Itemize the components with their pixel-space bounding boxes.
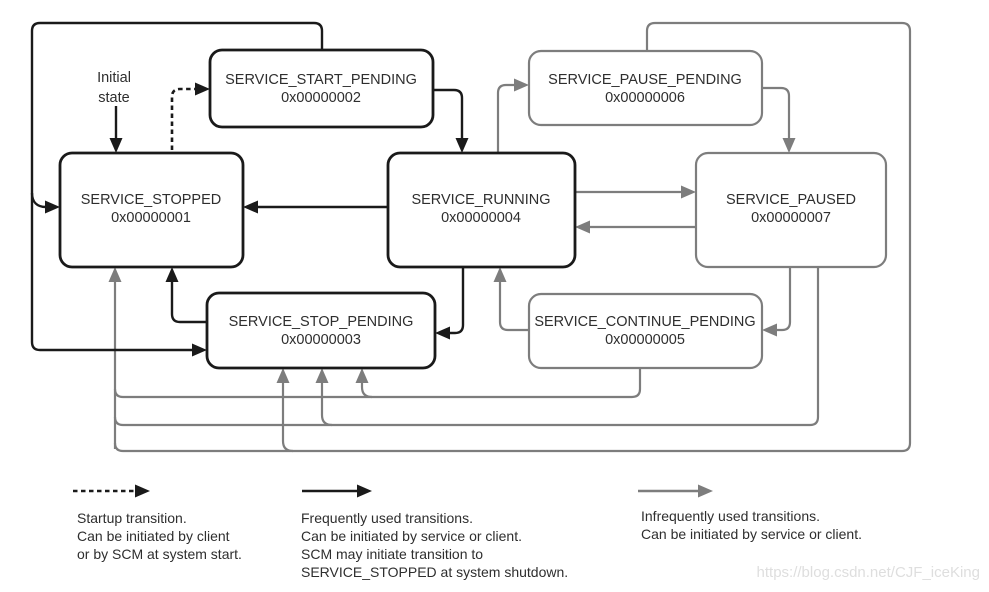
state-code-pause-pending: 0x00000006 (605, 90, 685, 106)
transition-branch-continue-pending-to-stop-pending (355, 368, 373, 399)
state-code-running: 0x00000004 (441, 210, 521, 226)
legend-frequent-line4: SERVICE_STOPPED at system shutdown. (301, 564, 568, 580)
transition-stop-pending-to-stopped (165, 267, 207, 324)
legend-startup-line3: or by SCM at system start. (77, 546, 242, 562)
state-box-service-running (386, 151, 577, 269)
transition-branch-paused-to-stop-pending (315, 368, 333, 427)
legend-infrequent-line2: Can be initiated by service or client. (641, 526, 862, 542)
state-code-stopped: 0x00000001 (111, 210, 191, 226)
state-label-running: SERVICE_RUNNING (411, 192, 550, 208)
state-code-continue-pending: 0x00000005 (605, 332, 685, 348)
transition-pause-pending-to-paused (762, 86, 796, 153)
state-code-paused: 0x00000007 (751, 210, 831, 226)
legend-startup-line1: Startup transition. (77, 510, 187, 526)
legend-frequent-line1: Frequently used transitions. (301, 510, 473, 526)
state-code-start-pending: 0x00000002 (281, 90, 361, 106)
state-box-service-stop-pending (205, 291, 437, 370)
state-code-stop-pending: 0x00000003 (281, 332, 361, 348)
transition-start-pending-left-loop (30, 21, 324, 352)
legend-infrequent-line1: Infrequently used transitions. (641, 508, 820, 524)
state-box-service-continue-pending (527, 292, 764, 370)
transition-pause-pending-outer-loop (113, 21, 912, 453)
legend-frequent-line3: SCM may initiate transition to (301, 546, 483, 562)
state-label-stop-pending: SERVICE_STOP_PENDING (229, 314, 414, 330)
state-label-stopped: SERVICE_STOPPED (81, 192, 222, 208)
state-box-service-start-pending (208, 48, 435, 129)
transition-paused-to-continue-pending (762, 267, 792, 337)
state-label-pause-pending: SERVICE_PAUSE_PENDING (548, 72, 742, 88)
legend-frequent: Frequently used transitions. Can be init… (301, 484, 568, 580)
state-label-start-pending: SERVICE_START_PENDING (225, 72, 417, 88)
transition-branch-pause-pending-to-stop-pending (276, 368, 294, 453)
legend-infrequent: Infrequently used transitions. Can be in… (638, 484, 862, 542)
transition-running-to-pause-pending (496, 78, 529, 153)
transition-continue-pending-routing-line (113, 368, 642, 399)
watermark-text: https://blog.csdn.net/CJF_iceKing (757, 564, 980, 581)
legend-startup-line2: Can be initiated by client (77, 528, 230, 544)
state-label-paused: SERVICE_PAUSED (726, 192, 856, 208)
state-box-service-pause-pending (527, 49, 764, 127)
initial-state-label-line1: Initial (97, 70, 131, 86)
transition-start-pending-to-stopped (30, 192, 60, 214)
legend-frequent-line2: Can be initiated by service or client. (301, 528, 522, 544)
transition-start-pending-to-running (433, 88, 469, 153)
transition-running-to-stop-pending (435, 267, 465, 340)
initial-state-label-line2: state (98, 90, 129, 106)
transition-startup-stopped-to-start-pending (170, 82, 210, 150)
state-box-service-paused (694, 151, 888, 269)
state-box-service-stopped (58, 151, 245, 269)
state-label-continue-pending: SERVICE_CONTINUE_PENDING (534, 314, 755, 330)
transition-continue-pending-to-running (493, 267, 529, 332)
legend-startup: Startup transition. Can be initiated by … (73, 484, 242, 562)
